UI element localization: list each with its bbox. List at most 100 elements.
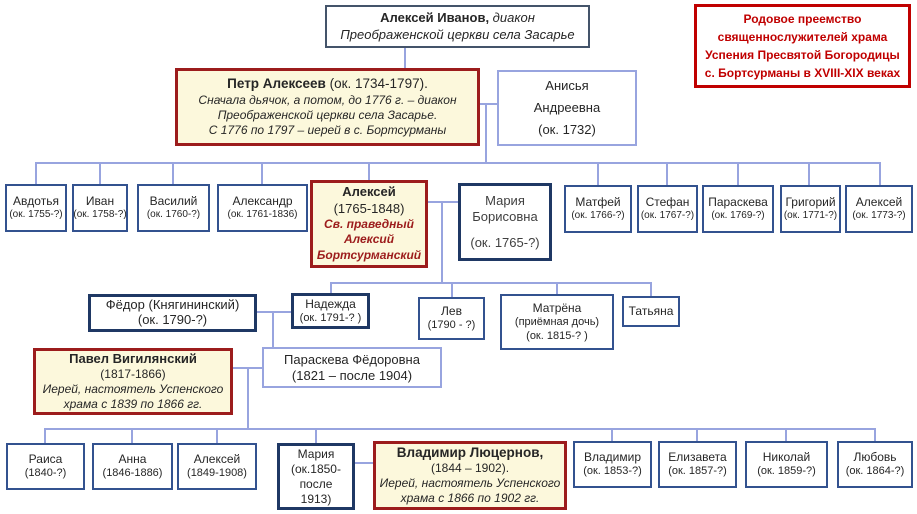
connector-line: [611, 428, 613, 441]
person-name: Алексей: [193, 452, 241, 467]
person-dates: после: [299, 476, 333, 491]
person-box-elizaveta: Елизавета (ок. 1857-?): [658, 441, 737, 488]
person-dates: (ок. 1760-?): [146, 209, 201, 221]
person-box-vasiliy: Василий (ок. 1760-?): [137, 184, 210, 232]
connector-line: [315, 428, 317, 443]
person-box-matryona: Матрёна (приёмная дочь) (ок. 1815-? ): [500, 294, 614, 350]
person-box-nadezhda: Надежда (ок. 1791-? ): [291, 293, 370, 329]
person-name: Стефан: [645, 195, 690, 210]
connector-line: [696, 428, 698, 441]
person-box-aleksey-3: Алексей (1849-1908): [177, 443, 257, 490]
person-name: Алексей Иванов,: [380, 10, 490, 26]
person-dates: (ок. 1765-?): [470, 235, 540, 251]
person-name: Алексей: [342, 184, 396, 200]
connector-line: [808, 162, 810, 185]
person-dates: (1790 - ?): [427, 319, 476, 332]
connector-line: [35, 162, 881, 164]
person-box-ivan: Иван (ок. 1758-?): [72, 184, 128, 232]
person-box-aleksey-saint: Алексей (1765-1848) Св. праведный Алекси…: [310, 180, 428, 268]
person-box-grigoriy: Григорий (ок. 1771-?): [780, 185, 841, 233]
connector-line: [879, 162, 881, 185]
person-dates: (ок. 1766-?): [571, 210, 625, 222]
person-dates: (ок. 1853-?): [583, 465, 642, 478]
person-box-maria-borisovna: Мария Борисовна (ок. 1765-?): [458, 183, 552, 261]
person-dates: (ок. 1761-1836): [227, 209, 298, 221]
person-name: Параскева: [708, 195, 768, 210]
person-dates: (1821 – после 1904): [291, 367, 413, 383]
person-name: Григорий: [785, 195, 836, 210]
person-name: Петр Алексеев: [227, 76, 326, 92]
person-box-vladimir: Владимир (ок. 1853-?): [573, 441, 652, 488]
person-box-avdotya: Авдотья (ок. 1755-?): [5, 184, 67, 232]
person-detail: Иерей, настоятель Успенского: [42, 382, 224, 397]
connector-line: [441, 201, 443, 282]
person-dates: (ок. 1755-?): [9, 209, 63, 221]
connector-line: [368, 162, 370, 180]
connector-line: [172, 162, 174, 184]
connector-line: [785, 428, 787, 441]
connector-line: [44, 428, 46, 443]
person-dates: (ок. 1790-?): [137, 312, 208, 327]
person-name: Надежда: [305, 296, 356, 311]
person-detail: Преображенской церкви села Засарье.: [217, 107, 438, 122]
person-name: Любовь: [853, 450, 897, 465]
person-name: Авдотья: [13, 194, 59, 209]
person-dates: (ок. 1769-?): [711, 210, 765, 222]
person-detail: С 1776 по 1797 – иерей в с. Бортсурманы: [208, 122, 447, 137]
person-box-anisya: Анисья Андреевна (ок. 1732): [497, 70, 637, 146]
person-name: Иван: [85, 194, 115, 209]
connector-line: [35, 162, 37, 184]
connector-line: [874, 428, 876, 441]
person-dates: (ок. 1773-?): [852, 210, 906, 222]
person-box-lyubov: Любовь (ок. 1864-?): [837, 441, 913, 488]
connector-line: [330, 282, 332, 293]
connector-line: [666, 162, 668, 185]
person-dates: (ок. 1864-?): [845, 465, 905, 478]
person-dates: (ок. 1758-?): [73, 209, 127, 221]
person-box-aleksey-2: Алексей (ок. 1773-?): [845, 185, 913, 233]
person-dates: (ок.1850-: [291, 461, 341, 476]
connector-line: [737, 162, 739, 185]
person-name: Владимир Люцернов,: [396, 444, 544, 460]
person-box-nikolay: Николай (ок. 1859-?): [745, 441, 828, 488]
person-dates: (1765-1848): [333, 200, 405, 216]
connector-line: [556, 282, 558, 294]
person-title: Бортсурманский: [316, 248, 422, 263]
person-box-paraskeva-fedorovna: Параскева Фёдоровна (1821 – после 1904): [262, 347, 442, 388]
person-box-pavel-vigilyanskiy: Павел Вигилянский (1817-1866) Иерей, нас…: [33, 348, 233, 415]
person-detail: Иерей, настоятель Успенского: [379, 476, 561, 491]
title-line: с. Бортсурманы в XVIII-XIX веках: [704, 66, 901, 80]
person-detail: Сначала дьячок, а потом, до 1776 г. – ди…: [198, 92, 457, 107]
connector-line: [131, 428, 133, 443]
person-box-aleksandr: Александр (ок. 1761-1836): [217, 184, 308, 232]
person-dates: (1849-1908): [187, 467, 247, 480]
person-dates: (1840-?): [24, 467, 67, 480]
person-note: (приёмная дочь): [514, 315, 600, 328]
connector-line: [330, 282, 652, 284]
person-name: Лев: [441, 304, 462, 319]
connector-line: [261, 162, 263, 184]
person-dates: (1844 – 1902).: [430, 461, 510, 476]
person-box-tatyana: Татьяна: [622, 296, 680, 327]
title-line: Успения Пресвятой Богородицы: [705, 48, 900, 62]
person-dates: (ок. 1767-?): [640, 210, 695, 222]
marriage-line: [355, 462, 373, 464]
person-box-paraskeva: Параскева (ок. 1769-?): [702, 185, 774, 233]
person-name: Мария: [485, 192, 525, 208]
person-dates: (1817-1866): [100, 367, 166, 382]
person-name: Василий: [149, 194, 198, 209]
person-name: Алексей: [855, 195, 903, 210]
connector-line: [216, 428, 218, 443]
person-role: диакон: [489, 10, 535, 26]
person-box-matfey: Матфей (ок. 1766-?): [564, 185, 632, 233]
connector-line: [247, 367, 249, 428]
person-dates: (ок. 1859-?): [757, 465, 816, 478]
person-name: Раиса: [28, 452, 63, 467]
person-dates: (ок. 1857-?): [668, 465, 727, 478]
person-name: Мария: [297, 446, 335, 461]
person-name: Владимир: [583, 450, 641, 465]
person-name: Борисовна: [472, 208, 538, 224]
marriage-line: [257, 311, 291, 313]
person-name: Матфей: [575, 195, 621, 210]
diagram-title: Родовое преемство священнослужителей хра…: [694, 4, 911, 88]
